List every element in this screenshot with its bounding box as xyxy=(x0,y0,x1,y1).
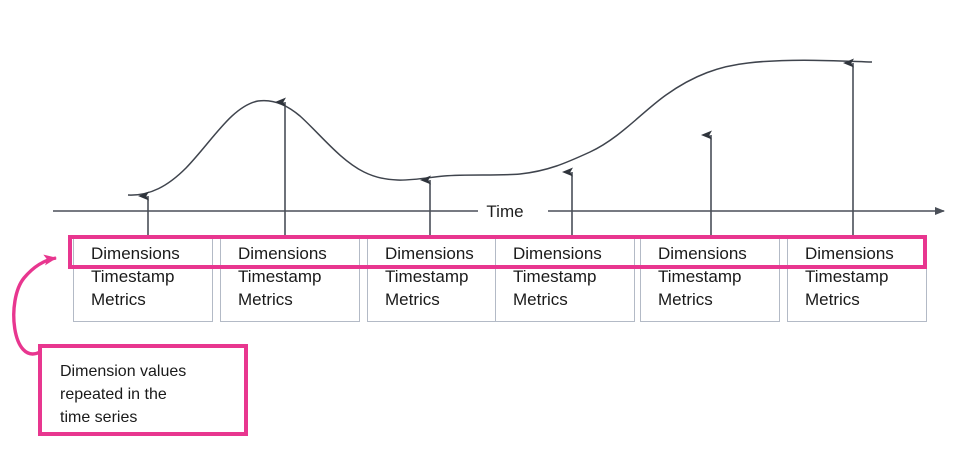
record-timestamp-label: Timestamp xyxy=(91,267,175,286)
record-timestamp-label: Timestamp xyxy=(658,267,742,286)
record-dimensions-label: Dimensions xyxy=(238,244,327,263)
record-timestamp-label: Timestamp xyxy=(805,267,889,286)
callout-line-1: Dimension values xyxy=(60,363,187,380)
callout-line-3: time series xyxy=(60,409,138,426)
record-box[interactable]: Dimensions Timestamp Metrics xyxy=(787,237,927,322)
record-box[interactable]: Dimensions Timestamp Metrics xyxy=(220,237,360,322)
record-box[interactable]: Dimensions Timestamp Metrics xyxy=(73,237,213,322)
record-metrics-label: Metrics xyxy=(91,290,146,309)
callout-line-2: repeated in the xyxy=(60,386,167,403)
record-timestamp-label: Timestamp xyxy=(385,267,469,286)
record-metrics-label: Metrics xyxy=(238,290,293,309)
record-dimensions-label: Dimensions xyxy=(513,244,602,263)
record-metrics-label: Metrics xyxy=(805,290,860,309)
record-timestamp-label: Timestamp xyxy=(238,267,322,286)
record-dimensions-label: Dimensions xyxy=(91,244,180,263)
record-box[interactable]: Dimensions Timestamp Metrics xyxy=(640,237,780,322)
record-box[interactable]: Dimensions Timestamp Metrics xyxy=(367,237,507,322)
record-metrics-label: Metrics xyxy=(385,290,440,309)
record-dimensions-label: Dimensions xyxy=(658,244,747,263)
callout-box: Dimension values repeated in the time se… xyxy=(38,344,248,436)
time-axis-label: Time xyxy=(486,202,523,221)
record-dimensions-label: Dimensions xyxy=(805,244,894,263)
record-timestamp-label: Timestamp xyxy=(513,267,597,286)
record-dimensions-label: Dimensions xyxy=(385,244,474,263)
record-metrics-label: Metrics xyxy=(658,290,713,309)
record-metrics-label: Metrics xyxy=(513,290,568,309)
record-box[interactable]: Dimensions Timestamp Metrics xyxy=(495,237,635,322)
signal-curve xyxy=(127,59,873,196)
